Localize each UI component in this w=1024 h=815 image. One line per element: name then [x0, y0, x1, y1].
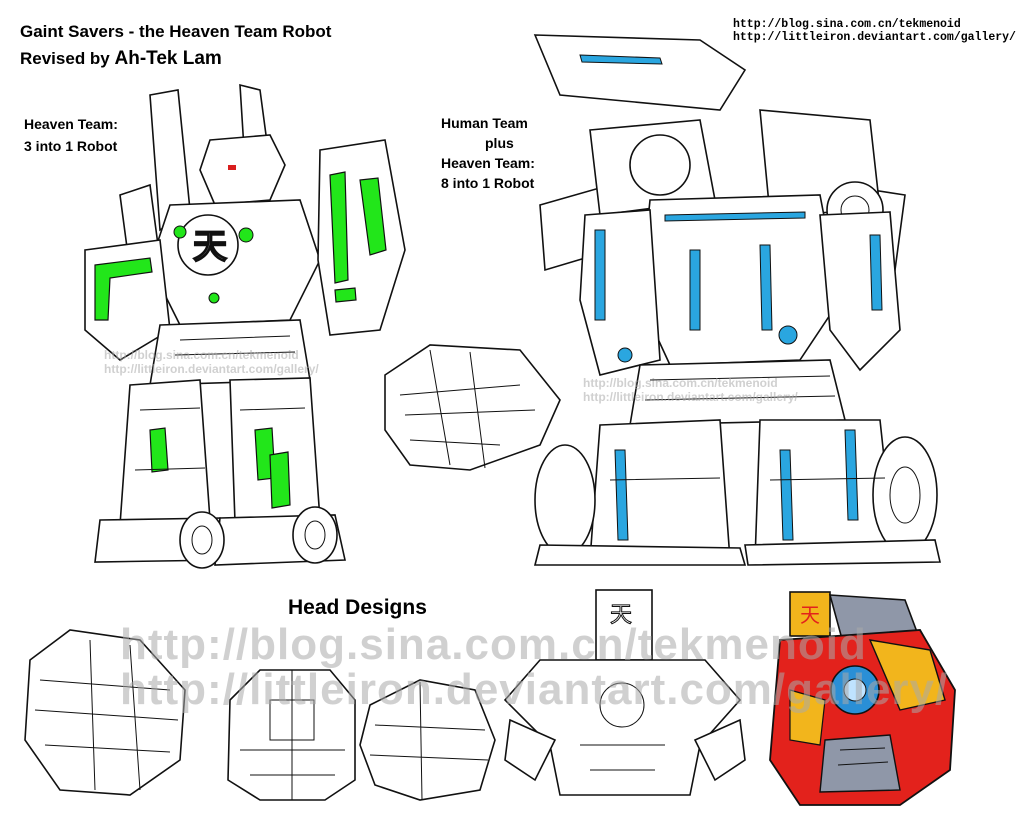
head-sketch-2	[227, 669, 356, 801]
head-sketch-3	[359, 679, 496, 801]
watermark-large-2: http://littleiron.deviantart.com/gallery…	[120, 665, 949, 714]
watermark-small-4: http://littleiron.deviantart.com/gallery…	[583, 390, 798, 404]
artist-name: Ah-Tek Lam	[114, 48, 222, 69]
combined-8-in-1-robot-illustration	[533, 34, 941, 566]
heaven-team-label: Heaven Team: 3 into 1 Robot	[24, 113, 118, 157]
combined-label-line3: Heaven Team:	[441, 155, 535, 171]
heaven-team-label-line1: Heaven Team:	[24, 116, 118, 132]
blog-url: http://blog.sina.com.cn/tekmenoid	[733, 18, 961, 31]
watermark-small-1: http://blog.sina.com.cn/tekmenoid	[104, 348, 299, 362]
head-designs-heading: Head Designs	[288, 596, 427, 619]
gallery-url: http://littleiron.deviantart.com/gallery…	[733, 31, 1016, 44]
page-title: Gaint Savers - the Heaven Team Robot	[20, 22, 332, 41]
combined-label-line1: Human Team	[441, 115, 528, 131]
heaven-team-label-line2: 3 into 1 Robot	[24, 138, 118, 154]
head-color-design: 天	[769, 591, 956, 806]
heaven-team-robot-illustration: 天	[84, 83, 406, 569]
svg-text:天: 天	[610, 603, 632, 628]
combined-team-label: Human Team plus Heaven Team: 8 into 1 Ro…	[441, 113, 535, 193]
combined-label-line2: plus	[485, 135, 514, 151]
watermark-small-2: http://littleiron.deviantart.com/gallery…	[104, 362, 319, 376]
head-sketch-1	[24, 629, 186, 796]
watermark-small-3: http://blog.sina.com.cn/tekmenoid	[583, 376, 778, 390]
revised-by-label: Revised by	[20, 49, 110, 68]
side-head-sketch	[384, 344, 561, 471]
svg-text:天: 天	[800, 603, 820, 627]
svg-text:天: 天	[193, 227, 227, 267]
combined-label-line4: 8 into 1 Robot	[441, 175, 535, 191]
source-urls: http://blog.sina.com.cn/tekmenoid http:/…	[733, 18, 1016, 44]
revised-by-line: Revised by Ah-Tek Lam	[20, 48, 222, 70]
head-sketch-4-front: 天	[503, 589, 746, 796]
watermark-large-1: http://blog.sina.com.cn/tekmenoid	[120, 620, 867, 669]
